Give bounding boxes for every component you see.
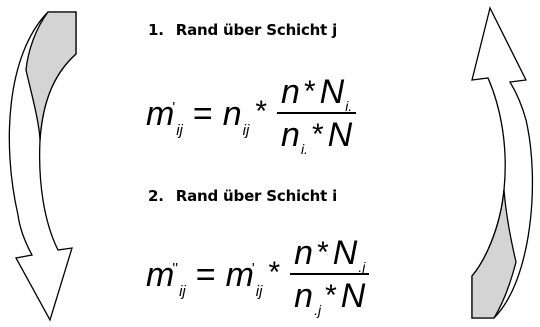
formula2-numerator: n*N.j [294,234,366,275]
formula1-factor: nij [222,94,250,139]
curved-arrow-down-icon [8,11,77,322]
step1-heading: 1. Rand über Schicht j [148,21,337,39]
formula1-fraction-bar [277,112,357,114]
formula2-denominator: n.j*N [294,277,366,318]
formula1-lhs: m'ij [146,94,183,139]
formula2-factor: m'ij [225,255,263,300]
curved-arrow-up-icon [471,6,534,319]
formula-2: m''ij = m'ij * n*N.j n.j*N [146,234,370,318]
step2-number: 2. [148,187,164,205]
formula1-times: * [255,94,268,128]
step2-heading-text: Rand über Schicht i [175,187,338,205]
step1-number: 1. [148,21,164,39]
formula1-equals: = [192,94,213,133]
arrow-left-back [25,11,77,141]
step2-heading: 2. Rand über Schicht i [148,187,337,205]
arrow-right-back [471,189,517,319]
formula2-equals: = [195,255,216,294]
formula2-fraction: n*N.j n.j*N [290,234,370,318]
formula2-times: * [268,255,281,289]
formula2-lhs: m''ij [146,255,186,300]
formula2-fraction-bar [290,273,370,275]
step1-heading-text: Rand über Schicht j [175,21,338,39]
